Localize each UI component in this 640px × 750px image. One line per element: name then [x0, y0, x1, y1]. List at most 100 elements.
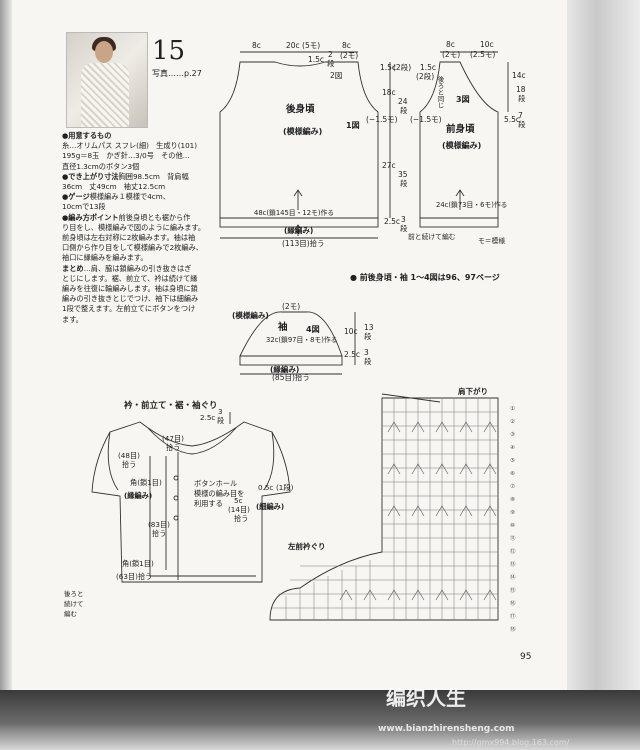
- back-arrow-up: [293, 189, 303, 210]
- corner-2: 角(鎖1目): [122, 559, 154, 568]
- pick-48-b: 拾う: [122, 460, 136, 469]
- photo-page-ref: 写真……p.27: [152, 69, 202, 78]
- sleeve-bottom-dan: 段: [364, 356, 372, 366]
- buttonhole-1: ボタンホール: [194, 479, 237, 488]
- back-fig1: 1図: [346, 121, 360, 130]
- watermark-blog-url: http://gmx994.blog.163.com/: [452, 738, 570, 747]
- chart-shoulder-slope: [381, 393, 441, 403]
- back-border-dan: 段: [400, 223, 408, 233]
- method-line: 袖口に縁編みを編みます。: [62, 253, 148, 263]
- collar-2-5c: 2.5c: [200, 413, 215, 422]
- collar-rows: 3: [218, 407, 223, 416]
- sc-label: (細編み): [256, 502, 284, 511]
- front-side-note: 後ろと同じ: [436, 75, 444, 109]
- sleeve-bottom-3: 3: [364, 348, 369, 357]
- model-photo: [66, 32, 148, 128]
- sleeve-border-label: (縁編み): [270, 364, 299, 374]
- back-cast-on: 48c(鎖145目・12モ)作る: [254, 208, 334, 217]
- finishing-line: …肩、脇は鎖編みの引き抜きはぎ: [83, 263, 192, 273]
- back-fig2: 2図: [330, 71, 342, 80]
- front-minus-1-5: (−1.5モ): [410, 115, 442, 124]
- finish-border-label: (縁編み): [124, 491, 152, 500]
- front-shoulder-dan: (2段): [416, 71, 434, 81]
- gauge-line: 10cmで13段: [62, 202, 106, 212]
- method-line: 前後身頃とも裾から作: [118, 212, 191, 222]
- finished-garment-diagram: [91, 412, 291, 583]
- back-shoulder-1-5c: 1.5c: [380, 63, 396, 72]
- back-top-right-width: 8c: [342, 41, 351, 50]
- pick-63: (63目)拾う: [116, 572, 152, 581]
- back-top-left-width: 8c: [252, 41, 261, 50]
- corner-1: 角(鎖1目): [130, 478, 162, 487]
- watermark-logo: 编织人生: [386, 682, 566, 722]
- back-arrow-border: [294, 224, 302, 236]
- finish-labels: 衿・前立て・裾・袖ぐり 2.5c 3 段 (47目) 拾う (48目) 拾う 角…: [64, 400, 294, 618]
- front-neck-dan2: 段: [518, 119, 526, 129]
- button-2: [173, 495, 179, 501]
- sleeve-top-13: 13: [364, 323, 374, 332]
- sleeve-top-10c: 10c: [344, 327, 358, 336]
- garment-sleeve-right: [263, 431, 275, 491]
- back-border-2-5c: 2.5c: [384, 217, 400, 226]
- row-mark: ③: [510, 432, 515, 438]
- back-neck-mo: (2モ): [340, 51, 358, 60]
- front-arrow-up: [455, 189, 465, 210]
- method-line: 口側から作り目をして模様編みで2枚編み、: [62, 243, 203, 253]
- sleeve-top-dan: 段: [364, 331, 372, 341]
- finish-title: 衿・前立て・裾・袖ぐり: [124, 400, 218, 411]
- back-border-label: (縁編み): [284, 225, 313, 235]
- scan-bottom-shadow: [0, 690, 640, 750]
- row-mark: ⑨: [510, 509, 515, 516]
- continue-2: 続けて: [64, 599, 84, 608]
- row-mark: ⑱: [510, 625, 516, 633]
- finishing-line: とじにします。裾、前立て、衿は続けて縁: [62, 273, 198, 283]
- materials-heading: ●用意するもの: [62, 131, 112, 140]
- front-border-band: [419, 217, 499, 228]
- method-line: 前身頃は左右対称に2枚編みます。袖は袖: [62, 233, 196, 243]
- front-top-left-width: 8c: [446, 40, 455, 49]
- garment-sleeve-left: [107, 431, 119, 491]
- arm-5c: 5c: [234, 496, 243, 505]
- row-mark: ⑭: [510, 573, 516, 581]
- materials-line: 195g＝8玉 かぎ針…3/0号 その他…: [62, 151, 190, 161]
- page-gutter: [0, 0, 12, 750]
- button-3: [173, 515, 179, 521]
- sleeve-title: 袖: [277, 321, 288, 333]
- pick-83-b: 拾う: [152, 529, 166, 538]
- back-side-35: 35: [398, 170, 408, 179]
- front-cast-on: 24c(鎖73目・6モ)作る: [436, 200, 507, 209]
- front-neck-5-5c: 5.5c: [504, 115, 520, 124]
- front-body-title: 前身頃: [446, 123, 475, 135]
- back-armhole-18c: 18c: [382, 88, 396, 97]
- pick-47: (47目): [162, 434, 184, 443]
- back-minus-1-5: (−1.5モ): [366, 115, 398, 124]
- back-neck-dan: 段: [327, 58, 335, 68]
- buttonhole-2: 模様の編み目を: [194, 489, 244, 498]
- back-shoulder-dan: (2段): [393, 62, 411, 72]
- reference-line: ● 前後身頃・袖 1～4図は96、97ページ: [350, 273, 500, 282]
- sleeve-bottom-2-5c: 2.5c: [344, 350, 360, 359]
- back-armhole-24: 24: [398, 97, 408, 106]
- front-neck-7: 7: [518, 111, 523, 120]
- sleeve-border-band: [239, 355, 343, 366]
- page-binding-edge: [567, 0, 640, 750]
- pattern-legend: モ＝模様: [478, 236, 505, 245]
- size-line: 36cm 丈49cm 袖丈12.5cm: [62, 182, 166, 192]
- photo-cardigan: [81, 63, 129, 127]
- front-fig3: 3図: [456, 95, 470, 104]
- sleeve-labels: (2モ) (模様編み) 袖 4図 10c 13 段 32c(鎖97目・8モ)作る…: [232, 302, 374, 382]
- stitch-chart: [269, 393, 499, 621]
- front-continue-note: 前と続けて編む: [408, 232, 456, 241]
- row-mark: ⑰: [510, 612, 516, 620]
- back-pickup: (113目)拾う: [282, 238, 325, 248]
- pick-48: (48目): [118, 451, 140, 460]
- front-body-diagram: [419, 51, 509, 228]
- back-armhole-dan: 段: [400, 105, 408, 115]
- sleeve-pattern-label: (模様編み): [232, 310, 269, 320]
- instructions: ●用意するもの 糸…オリムパス スフレ(細) 生成り(101) 195g＝8玉 …: [62, 131, 244, 325]
- back-side-dan: 段: [400, 178, 408, 188]
- front-neck-18: 18: [516, 85, 526, 94]
- gauge-line: 模様編み１模様で4cm、: [89, 192, 170, 202]
